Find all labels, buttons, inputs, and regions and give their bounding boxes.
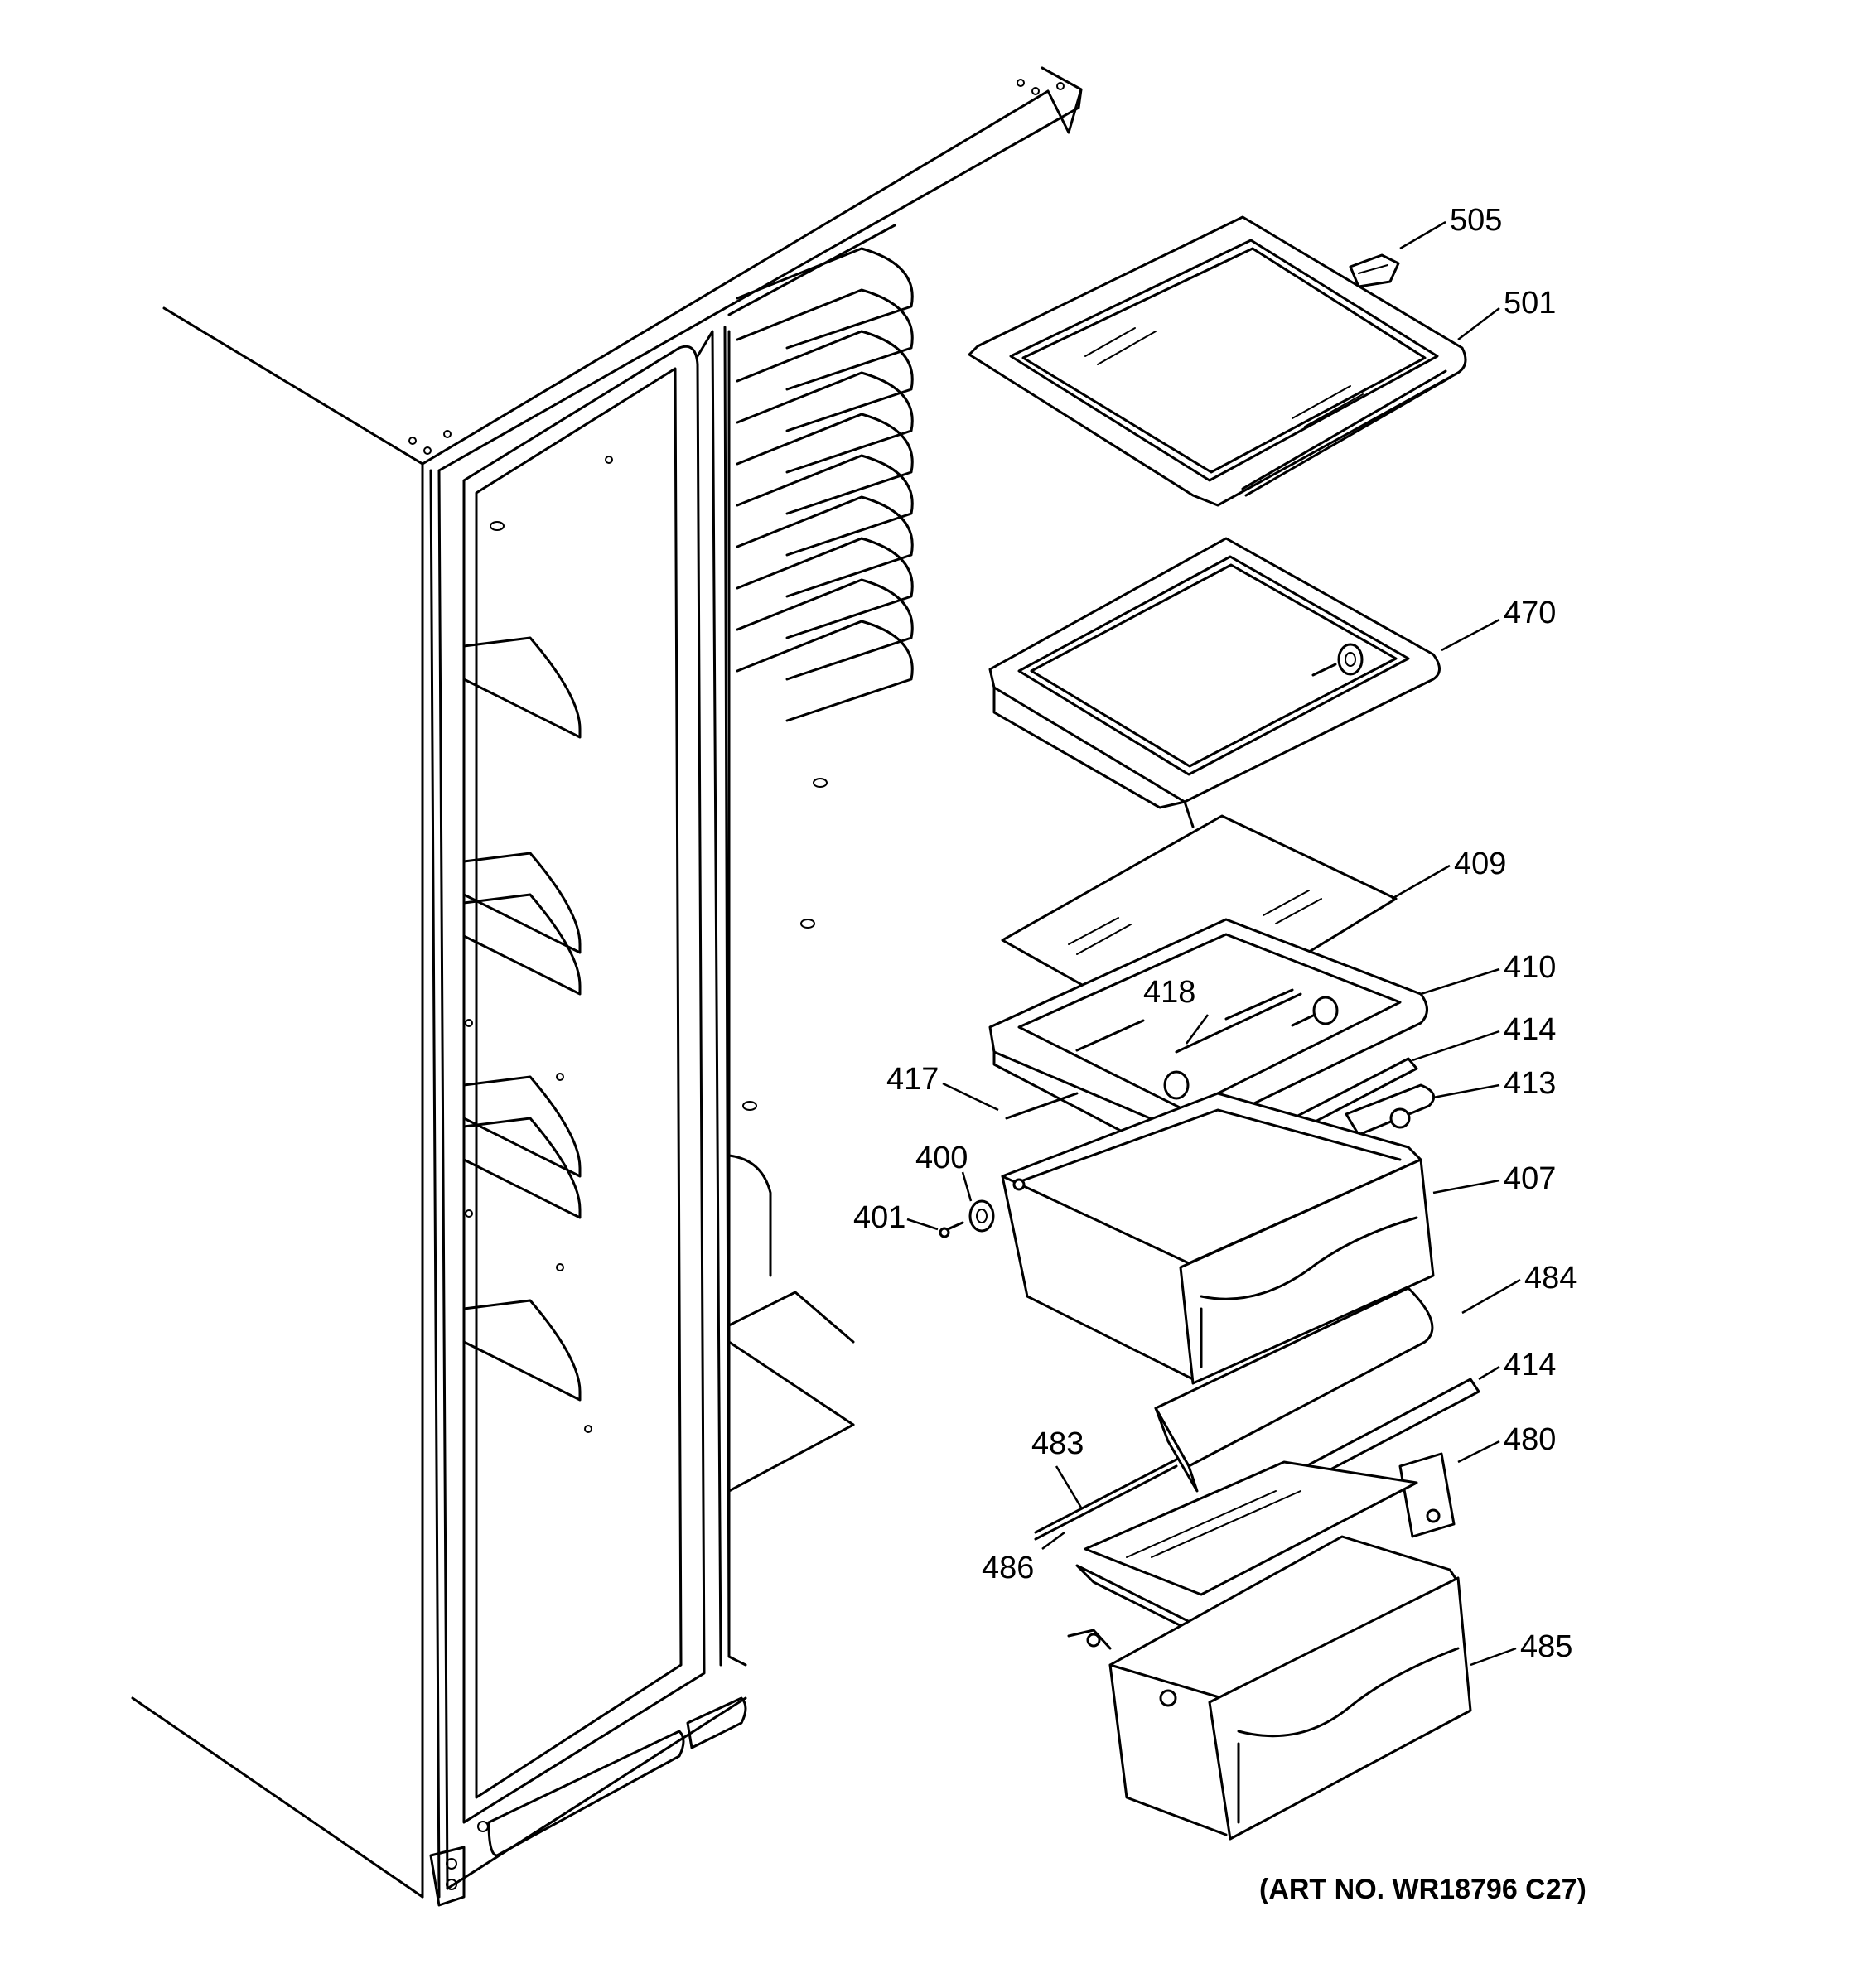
- part-417-rod: [1005, 1092, 1079, 1120]
- callout-410: 410: [1504, 950, 1556, 985]
- part-418-bar: [1175, 992, 1302, 1054]
- callout-485: 485: [1520, 1629, 1572, 1664]
- refrigerator-cabinet: [131, 66, 1083, 1907]
- callout-leaders: [906, 220, 1521, 1667]
- callout-409: 409: [1454, 847, 1506, 881]
- callout-407: 407: [1504, 1161, 1556, 1196]
- callout-418: 418: [1143, 975, 1195, 1010]
- callout-486: 486: [982, 1551, 1034, 1585]
- callout-470: 470: [1504, 596, 1556, 630]
- callout-400: 400: [915, 1141, 968, 1175]
- part-485-drawer: [1067, 1535, 1472, 1841]
- part-401-screw: [939, 1221, 964, 1238]
- callout-labels: 505 501 470 409 418 410 414 417 413 400 …: [853, 203, 1577, 1664]
- part-501-glass-shelf: [968, 215, 1467, 507]
- callout-483: 483: [1031, 1426, 1084, 1461]
- callout-501: 501: [1504, 286, 1556, 321]
- part-484-cover: [1154, 1286, 1434, 1493]
- part-400-nut: [968, 1199, 995, 1233]
- callout-414-lower: 414: [1504, 1348, 1556, 1382]
- callout-480: 480: [1504, 1422, 1556, 1457]
- callout-414-upper: 414: [1504, 1012, 1556, 1047]
- callout-413: 413: [1504, 1066, 1556, 1101]
- part-470-shelf: [988, 537, 1441, 828]
- part-505-clip: [1349, 253, 1400, 288]
- part-410-frame: [988, 918, 1428, 1165]
- part-480-slide: [1398, 1452, 1456, 1538]
- part-486-panel: [1075, 1460, 1418, 1650]
- part-413-handle: [1345, 1083, 1436, 1136]
- callout-484: 484: [1524, 1261, 1577, 1296]
- callout-505: 505: [1450, 203, 1502, 238]
- art-number: (ART NO. WR18796 C27): [1259, 1874, 1586, 1905]
- part-407-drawer: [1001, 1092, 1435, 1385]
- part-483-rod: [1034, 1458, 1178, 1534]
- callout-401: 401: [853, 1200, 905, 1235]
- callout-417: 417: [886, 1062, 939, 1097]
